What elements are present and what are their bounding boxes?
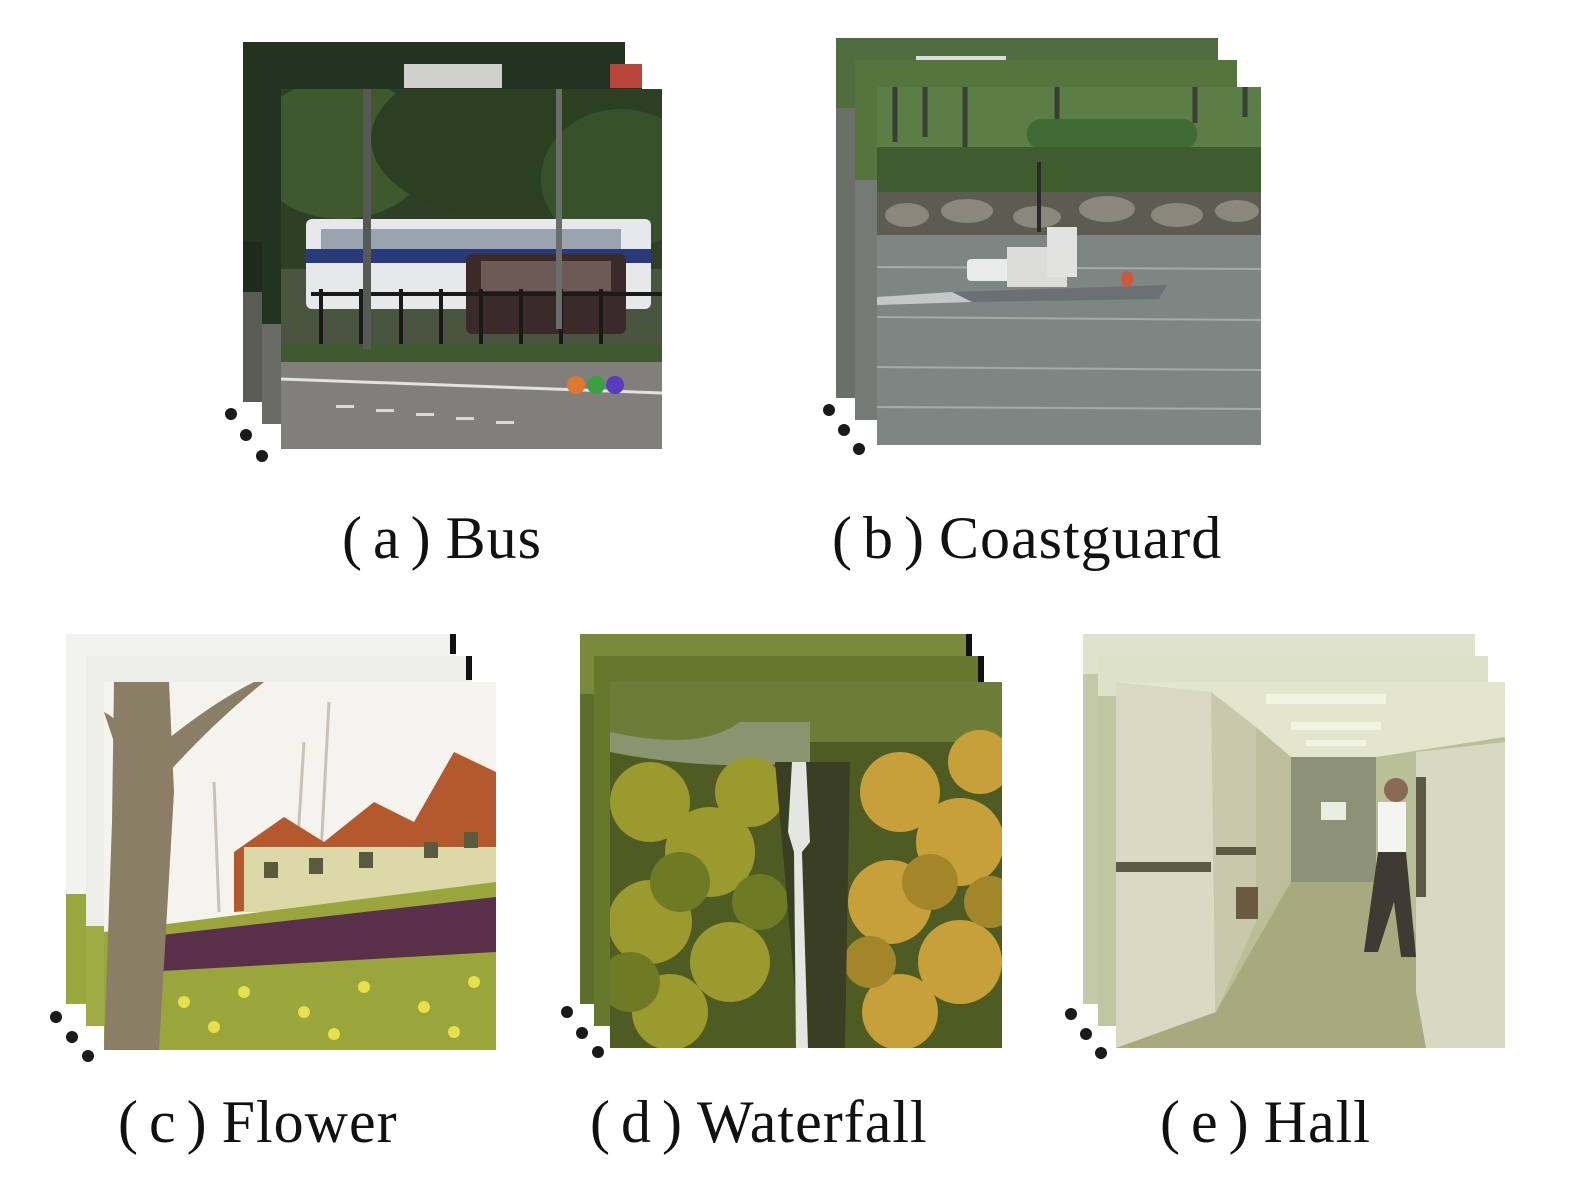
caption-letter: e	[1190, 1089, 1219, 1155]
bus-frame-front	[281, 89, 662, 449]
caption-letter: d	[620, 1089, 652, 1155]
caption-paren-close: )	[186, 1089, 208, 1155]
caption-paren-close: )	[1228, 1089, 1250, 1155]
caption-name: Waterfall	[696, 1089, 928, 1155]
caption-paren-close: )	[410, 505, 432, 571]
caption-paren-close: )	[661, 1089, 683, 1155]
caption-name: Flower	[221, 1089, 398, 1155]
caption-waterfall: (d)Waterfall	[590, 1092, 928, 1152]
caption-coastguard: (b)Coastguard	[832, 508, 1222, 568]
waterfall-frame-front	[610, 682, 1002, 1048]
caption-name: Hall	[1263, 1089, 1371, 1155]
coastguard-frame-front	[877, 87, 1261, 445]
hall-frame-front	[1116, 682, 1505, 1048]
caption-paren-open: (	[118, 1089, 139, 1155]
caption-paren-close: )	[903, 505, 925, 571]
caption-paren-open: (	[832, 505, 853, 571]
caption-flower: (c)Flower	[118, 1092, 398, 1152]
flower-frame-front	[104, 682, 496, 1050]
caption-name: Bus	[445, 505, 542, 571]
caption-paren-open: (	[590, 1089, 611, 1155]
caption-letter: b	[862, 505, 894, 571]
caption-hall: (e)Hall	[1160, 1092, 1371, 1152]
caption-paren-open: (	[342, 505, 363, 571]
caption-name: Coastguard	[938, 505, 1223, 571]
caption-letter: a	[372, 505, 401, 571]
caption-letter: c	[148, 1089, 177, 1155]
caption-paren-open: (	[1160, 1089, 1181, 1155]
caption-bus: (a)Bus	[342, 508, 542, 568]
